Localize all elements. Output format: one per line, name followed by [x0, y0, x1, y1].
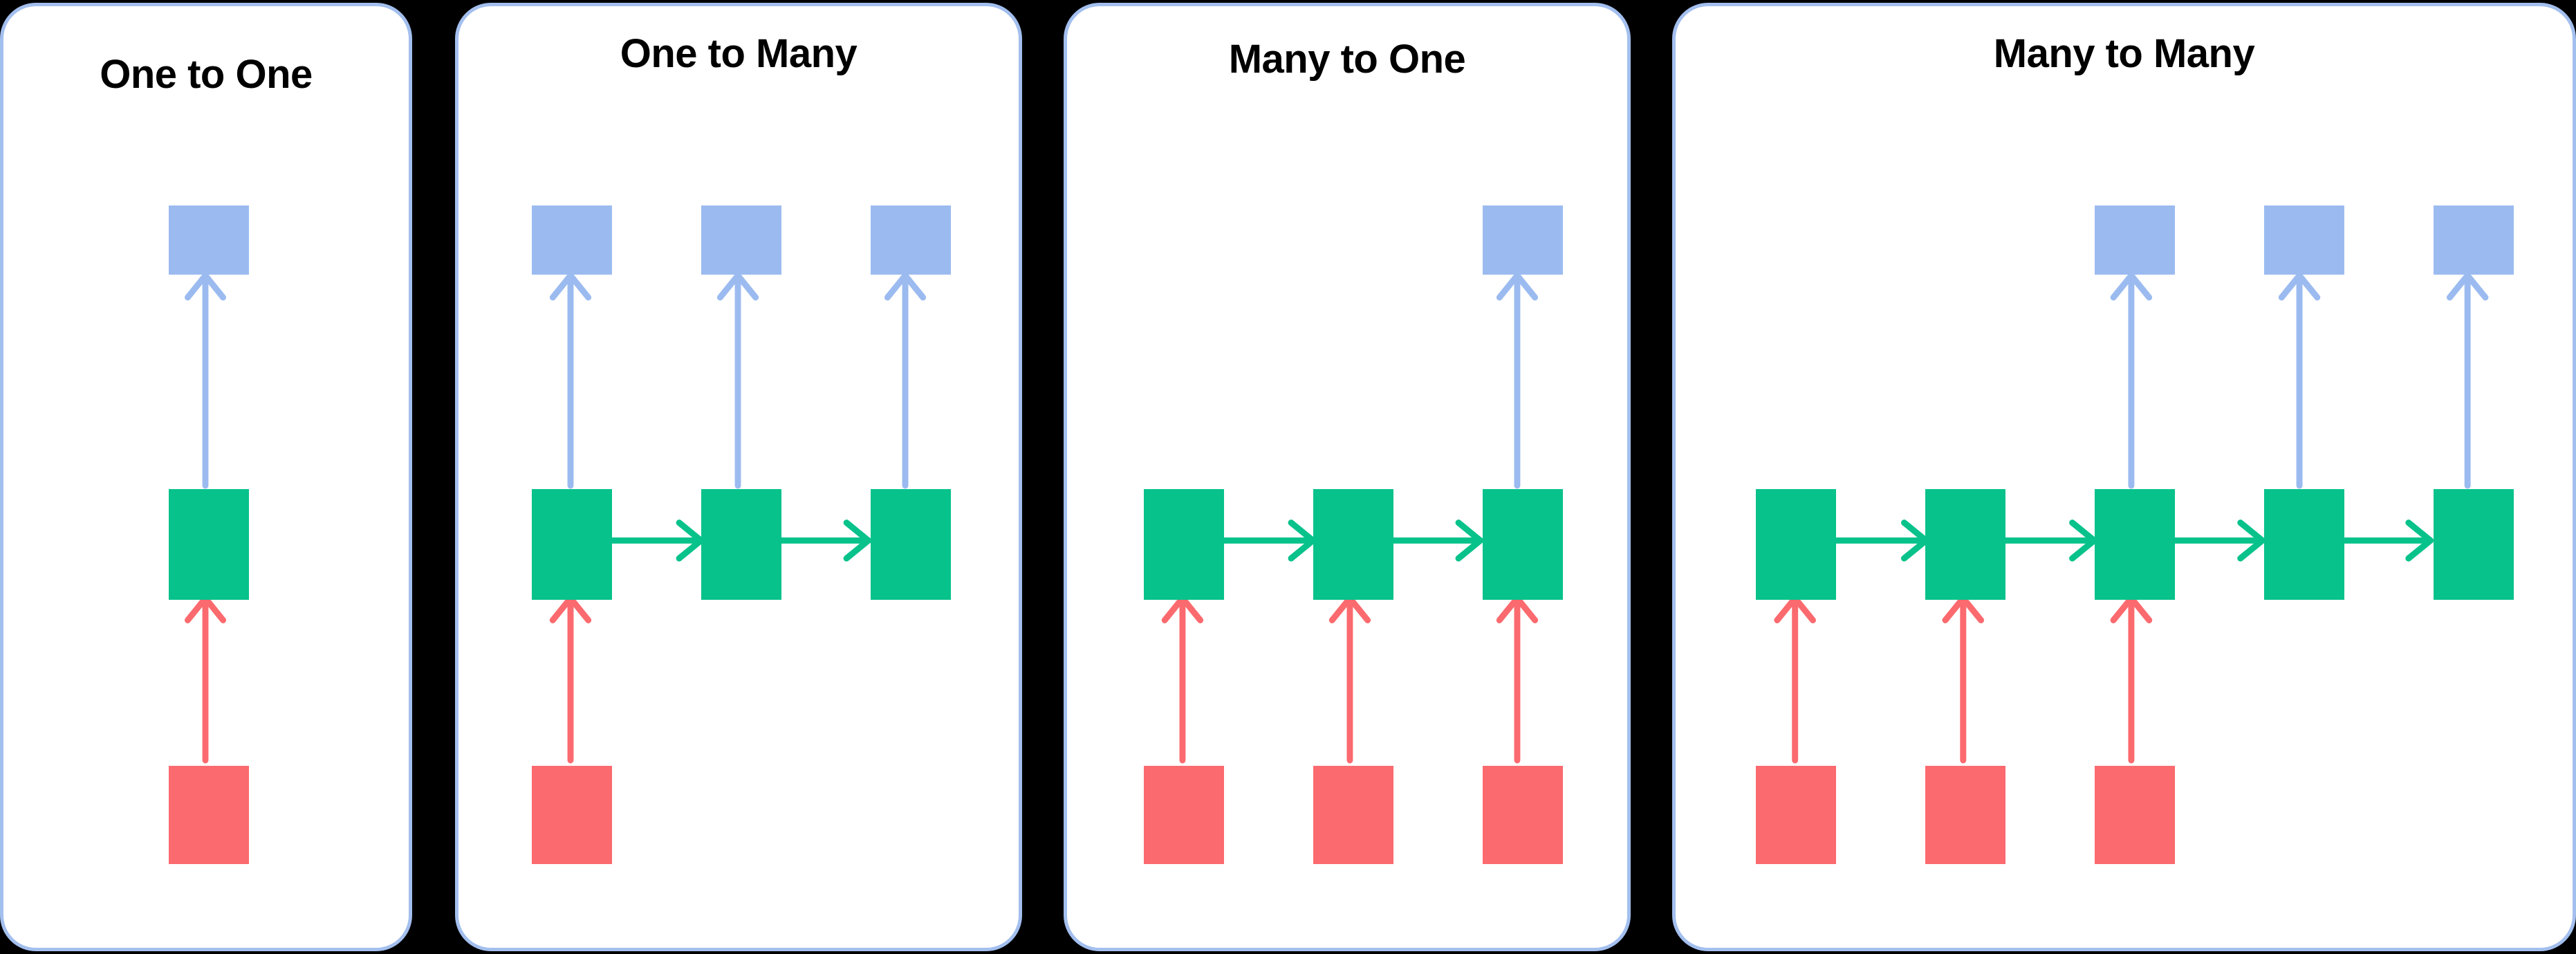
arrow-up [2110, 272, 2153, 489]
hidden-state-node[interactable] [2095, 489, 2175, 600]
arrow-up [1161, 595, 1204, 764]
arrow-right [1218, 520, 1317, 562]
hidden-state-node[interactable] [532, 489, 612, 600]
arrow-up [716, 272, 759, 489]
rnn-diagram-many-to-one [1067, 6, 1627, 948]
panel-title-one-to-one: One to One [100, 52, 313, 97]
arrow-up [1328, 595, 1371, 764]
panel-one-to-many[interactable]: One to Many [455, 3, 1022, 951]
output-node[interactable] [532, 205, 612, 275]
input-node[interactable] [1144, 766, 1224, 864]
arrow-up [185, 272, 227, 489]
arrow-right [1386, 520, 1484, 562]
hidden-state-node[interactable] [1756, 489, 1836, 600]
output-node[interactable] [1483, 205, 1563, 275]
input-node[interactable] [1483, 766, 1563, 864]
hidden-state-node[interactable] [1144, 489, 1224, 600]
hidden-state-node[interactable] [1925, 489, 2005, 600]
input-node[interactable] [1313, 766, 1393, 864]
hidden-state-node[interactable] [1313, 489, 1393, 600]
input-node[interactable] [169, 766, 249, 864]
output-node[interactable] [701, 205, 781, 275]
output-node[interactable] [2264, 205, 2344, 275]
arrow-up [1496, 595, 1539, 764]
output-node[interactable] [169, 205, 249, 275]
rnn-diagram-one-to-one [3, 6, 409, 948]
panel-title-one-to-many: One to Many [620, 31, 858, 76]
output-node[interactable] [871, 205, 951, 275]
arrow-right [1999, 520, 2097, 562]
panel-many-to-one[interactable]: Many to One [1064, 3, 1631, 951]
arrow-right [1831, 520, 1929, 562]
panel-one-to-one[interactable]: One to One [0, 3, 412, 951]
hidden-state-node[interactable] [1483, 489, 1563, 600]
hidden-state-node[interactable] [871, 489, 951, 600]
arrow-up [2446, 272, 2489, 489]
hidden-state-node[interactable] [169, 489, 249, 600]
rnn-diagram-one-to-many [458, 6, 1019, 948]
arrow-up [884, 272, 927, 489]
input-node[interactable] [2095, 766, 2175, 864]
output-node[interactable] [2434, 205, 2514, 275]
arrow-right [2336, 520, 2434, 562]
hidden-state-node[interactable] [2434, 489, 2514, 600]
output-node[interactable] [2095, 205, 2175, 275]
arrow-right [2168, 520, 2265, 562]
arrow-up [549, 272, 592, 489]
input-node[interactable] [1756, 766, 1836, 864]
arrow-up [2278, 272, 2321, 489]
arrow-up [185, 595, 227, 764]
arrow-up [1774, 595, 1816, 764]
panel-title-many-to-many: Many to Many [1993, 31, 2255, 76]
input-node[interactable] [532, 766, 612, 864]
rnn-diagram-many-to-many [1676, 6, 2573, 948]
arrow-up [1496, 272, 1539, 489]
input-node[interactable] [1925, 766, 2005, 864]
arrow-up [2110, 595, 2153, 764]
hidden-state-node[interactable] [701, 489, 781, 600]
arrow-right [774, 520, 872, 562]
hidden-state-node[interactable] [2264, 489, 2344, 600]
arrow-right [606, 520, 705, 562]
panel-title-many-to-one: Many to One [1228, 37, 1466, 82]
arrow-up [549, 595, 592, 764]
arrow-up [1942, 595, 1985, 764]
panel-many-to-many[interactable]: Many to Many [1672, 3, 2576, 951]
